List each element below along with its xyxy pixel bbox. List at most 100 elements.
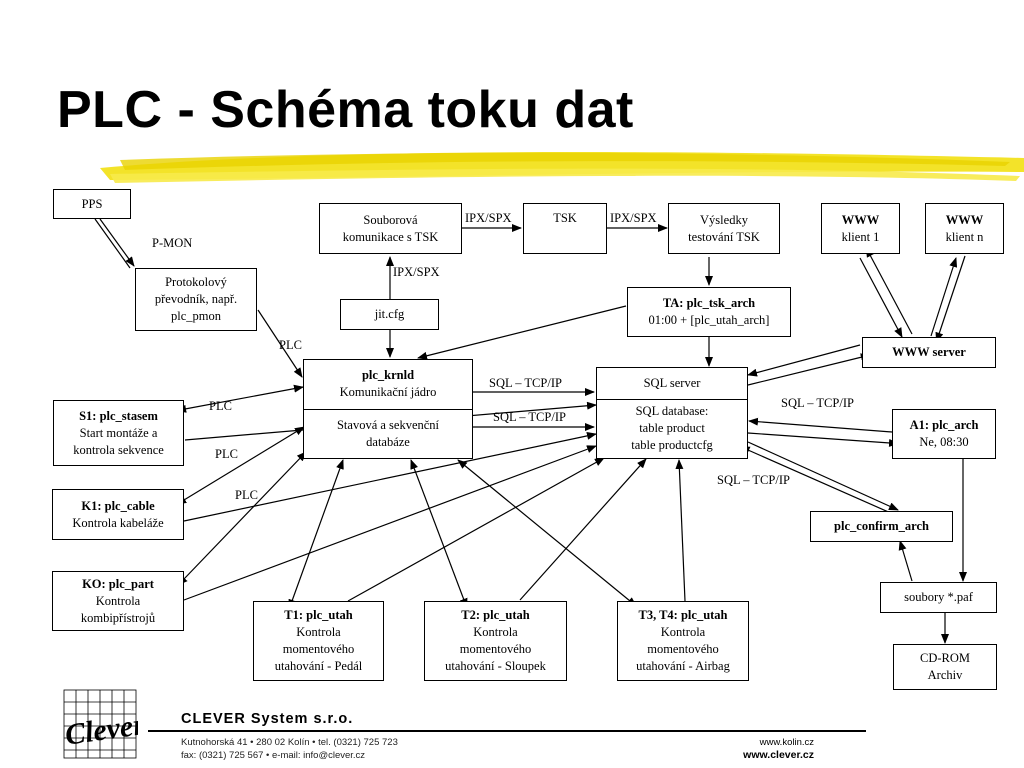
node-title: KO: plc_part [82,576,154,591]
node-a1-plc-arch: A1: plc_arch Ne, 08:30 [892,409,996,459]
node-t2-plc-utah: T2: plc_utah Kontrola momentového utahov… [424,601,567,681]
footer-fax-email: fax: (0321) 725 567 • e-mail: info@cleve… [181,750,366,761]
node-text-line: utahování - Airbag [636,659,730,673]
node-t1-plc-utah: T1: plc_utah Kontrola momentového utahov… [253,601,384,681]
edge-label-ipxspx: IPX/SPX [610,211,657,225]
node-text-line: Ne, 08:30 [919,435,969,449]
node-text-line: momentového [282,642,355,656]
edge-label-plc: PLC [279,338,302,352]
node-text-line: Stavová a sekvenční [336,417,440,432]
edge-label-ipxspx: IPX/SPX [465,211,512,225]
node-t3-t4-plc-utah: T3, T4: plc_utah Kontrola momentového ut… [617,601,749,681]
node-text-line: table productcfg [631,438,713,453]
node-jitcfg-label: jit.cfg [374,307,405,321]
node-title: WWW [945,212,984,227]
node-text-line: Archiv [927,668,963,682]
node-vysledky-tsk: Výsledky testování TSK [668,203,780,254]
node-krnld-upper: plc_krnld Komunikační jádro [304,360,472,409]
node-s1-plc-stasem: S1: plc_stasem Start montáže a kontrola … [53,400,184,466]
clever-logo: Clever [63,689,138,759]
node-text-line: Protokolový [165,275,227,289]
node-tsk-label: TSK [553,211,577,225]
node-k1-plc-cable: K1: plc_cable Kontrola kabeláže [52,489,184,540]
edge-label-ipxspx: IPX/SPX [393,265,440,279]
node-sql-server: SQL server SQL database: table product t… [596,367,748,459]
node-text-line: Kontrola [660,625,706,639]
node-text-line: CD-ROM [919,651,970,665]
node-text-line: momentového [647,642,719,656]
node-www-server: WWW server [862,337,996,368]
node-text-line: testování TSK [688,229,760,244]
footer-address: Kutnohorská 41 • 280 02 Kolín • tel. (03… [181,737,398,748]
node-text-line: SQL database: [635,404,709,419]
node-pps-label: PPS [81,196,103,211]
footer-rule [148,730,866,732]
node-title: T1: plc_utah [284,608,353,622]
title-underline-brush [100,152,1024,183]
node-text-line: převodník, např. [154,292,238,306]
node-text-line: Komunikační jádro [339,385,437,400]
footer-company-name: CLEVER System s.r.o. [181,711,354,727]
node-krnld-lower: Stavová a sekvenční databáze [304,408,472,459]
node-text-line: databáze [366,434,410,449]
node-souborova-komunikace: Souborová komunikace s TSK [319,203,462,254]
node-title: A1: plc_arch [909,418,979,432]
node-confirm-label: plc_confirm_arch [834,519,929,533]
node-ko-plc-part: KO: plc_part Kontrola kombipřístrojů [52,571,184,631]
edge-label-sql-tcpip: SQL – TCP/IP [717,473,790,487]
node-ta-plc-tsk-arch: TA: plc_tsk_arch 01:00 + [plc_utah_arch] [627,287,791,337]
node-protokolovy-prevodnik: Protokolový převodník, např. plc_pmon [135,268,257,331]
node-tsk: TSK [523,203,607,254]
footer-web-kolin[interactable]: www.kolin.cz [759,737,814,748]
node-title: TA: plc_tsk_arch [662,296,756,310]
node-title: K1: plc_cable [81,498,155,513]
node-text-line: komunikace s TSK [342,229,439,244]
node-text-line: 01:00 + [plc_utah_arch] [648,313,770,327]
node-text-line: momentového [459,642,532,656]
node-cd-rom-archiv: CD-ROM Archiv [893,644,997,690]
node-text-line: Kontrola [473,625,518,639]
page-title: PLC - Schéma toku dat [57,81,634,139]
edge-label-sql-tcpip: SQL – TCP/IP [781,396,854,410]
node-text-line: Kontrola [95,593,141,608]
edge-label-pmon: P-MON [152,236,193,250]
node-sql-lower: SQL database: table product table produc… [597,398,747,458]
node-sql-upper: SQL server [597,368,747,399]
node-text-line: Kontrola kabeláže [72,515,164,530]
node-text-line: plc_pmon [171,309,221,323]
node-www-klient-1: WWW klient 1 [821,203,900,254]
node-text-line: table product [639,421,705,436]
node-title: T2: plc_utah [461,608,530,622]
node-title: T3, T4: plc_utah [638,608,728,622]
edge-label-plc: PLC [235,488,258,502]
node-pps: PPS [53,189,131,219]
edge-label-plc: PLC [209,399,232,413]
node-text-line: Kontrola [296,625,341,639]
clever-logo-text: Clever [63,708,138,752]
node-text-line: Souborová [363,212,418,227]
node-title: S1: plc_stasem [79,408,158,423]
node-www-server-label: WWW server [892,345,966,359]
edge-label-sql-tcpip: SQL – TCP/IP [493,410,566,424]
node-soubory-paf: soubory *.paf [880,582,997,613]
node-soubory-label: soubory *.paf [904,590,973,604]
node-text-line: kontrola sekvence [73,442,164,457]
node-plc-krnld: plc_krnld Komunikační jádro Stavová a se… [303,359,473,459]
node-text-line: Start montáže a [79,425,158,440]
node-text-line: utahování - Sloupek [445,659,546,673]
node-text-line: kombipřístrojů [80,610,156,625]
edge-label-sql-tcpip: SQL – TCP/IP [489,376,562,390]
node-title: WWW [841,212,880,227]
node-text-line: klient 1 [841,229,880,244]
node-text-line: SQL server [643,375,701,390]
node-text-line: utahování - Pedál [274,659,363,673]
footer-web-clever[interactable]: www.clever.cz [743,749,814,761]
node-jit-cfg: jit.cfg [340,299,439,330]
node-text-line: Výsledky [700,212,748,227]
edge-label-plc: PLC [215,447,238,461]
node-text-line: klient n [945,229,984,244]
node-www-klient-n: WWW klient n [925,203,1004,254]
node-title: plc_krnld [361,368,415,383]
node-plc-confirm-arch: plc_confirm_arch [810,511,953,542]
